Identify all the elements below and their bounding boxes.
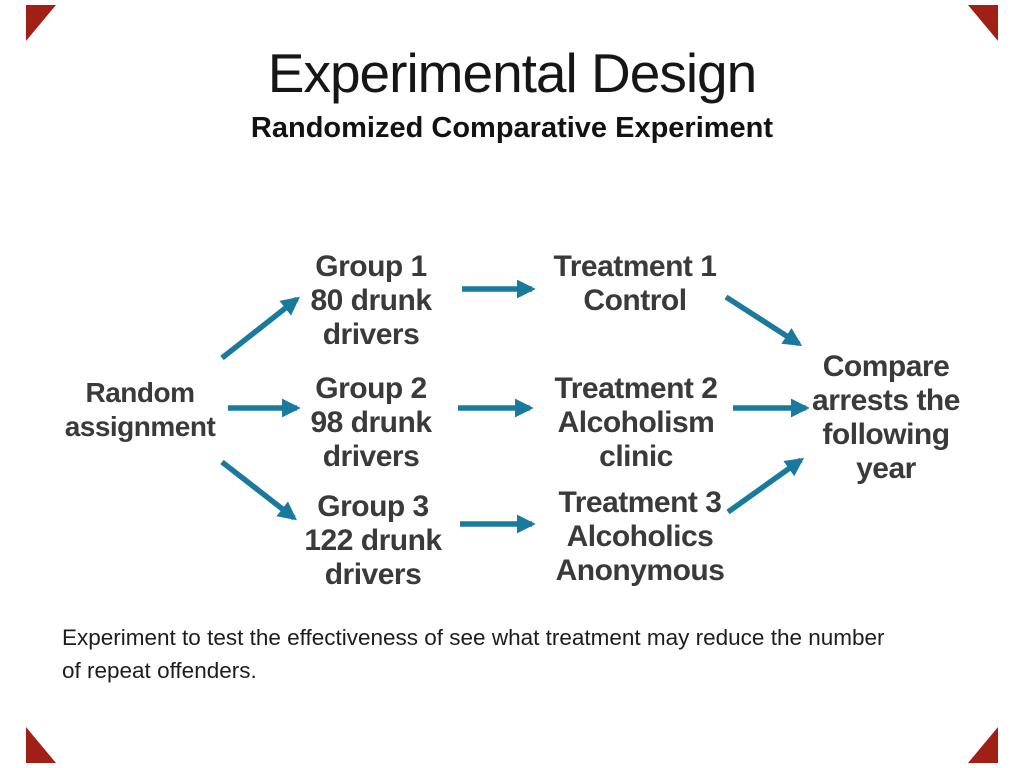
corner-triangle-bottom-right — [968, 727, 998, 763]
slide-title: Experimental Design — [267, 42, 757, 104]
arrow-treatment3-to-compare — [726, 457, 805, 515]
footer-text: Experiment to test the effectiveness of … — [62, 625, 885, 683]
node-group-3: Group 3 122 drunk drivers — [304, 490, 442, 591]
corner-triangle-top-right — [968, 5, 998, 41]
corner-triangle-bottom-left — [26, 727, 56, 763]
node-compare-arrests: Compare arrests the following year — [812, 350, 960, 485]
node-treatment-3: Treatment 3 Alcoholics Anonymous — [555, 486, 725, 587]
arrow-treatment1-to-compare — [724, 294, 803, 347]
node-random-assignment: Random assignment — [64, 377, 216, 442]
node-group-1: Group 1 80 drunk drivers — [310, 250, 432, 351]
node-group-2: Group 2 98 drunk drivers — [310, 372, 432, 473]
slide-subtitle: Randomized Comparative Experiment — [250, 112, 774, 144]
node-treatment-2: Treatment 2 Alcoholism clinic — [554, 372, 718, 473]
corner-triangle-top-left — [26, 5, 56, 41]
node-treatment-1: Treatment 1 Control — [553, 250, 717, 317]
